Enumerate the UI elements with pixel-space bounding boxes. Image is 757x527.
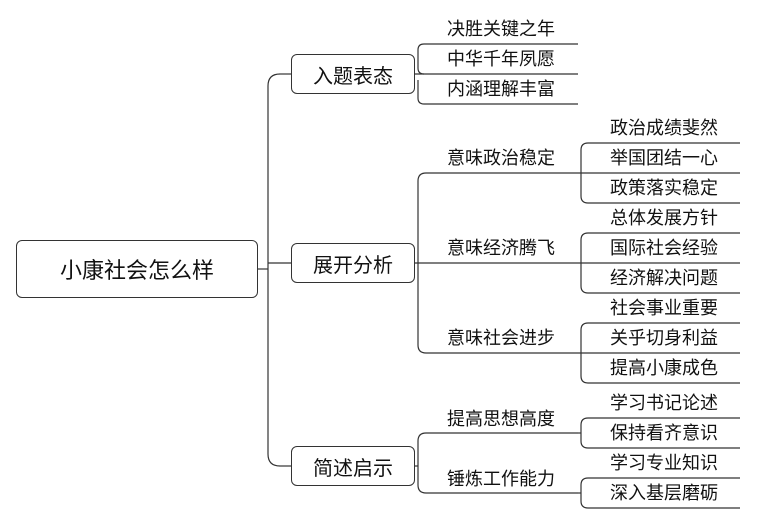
node-analysis-label: 展开分析 — [313, 252, 393, 277]
node-intro-label: 入题表态 — [313, 63, 393, 88]
node-analysis: 展开分析 — [291, 243, 415, 283]
leaf-ability-1: 学习专业知识 — [610, 453, 718, 474]
leaf-economy-3: 经济解决问题 — [610, 268, 718, 289]
economy-trunk — [580, 232, 740, 294]
leaf-economy-2: 国际社会经验 — [610, 238, 718, 259]
group-economy: 意味经济腾飞 — [447, 238, 555, 259]
leaf-politics-2: 举国团结一心 — [610, 148, 718, 169]
leaf-intro-2: 中华千年夙愿 — [447, 49, 555, 70]
leaf-economy-1: 总体发展方针 — [610, 208, 718, 229]
thought-trunk — [580, 417, 740, 449]
insight-trunk — [417, 432, 578, 494]
intro-trunk — [417, 43, 578, 75]
leaf-society-2: 关乎切身利益 — [610, 328, 718, 349]
group-politics: 意味政治稳定 — [447, 148, 555, 169]
politics-trunk — [580, 142, 740, 204]
leaf-thought-2: 保持看齐意识 — [610, 423, 718, 444]
node-insight: 简述启示 — [291, 446, 415, 486]
node-intro: 入题表态 — [291, 54, 415, 94]
group-ability: 锤炼工作能力 — [447, 469, 555, 490]
root-branch-trunk — [267, 73, 281, 467]
group-thought: 提高思想高度 — [447, 409, 555, 430]
intro-bottom — [417, 80, 578, 105]
ability-trunk — [580, 477, 740, 509]
group-society: 意味社会进步 — [447, 328, 555, 349]
society-trunk — [580, 322, 740, 384]
leaf-intro-3: 内涵理解丰富 — [447, 79, 555, 100]
leaf-thought-1: 学习书记论述 — [610, 393, 718, 414]
leaf-politics-3: 政策落实稳定 — [610, 178, 718, 199]
leaf-society-3: 提高小康成色 — [610, 358, 718, 379]
analysis-trunk — [417, 172, 578, 354]
leaf-politics-1: 政治成绩斐然 — [610, 118, 718, 139]
node-insight-label: 简述启示 — [313, 455, 393, 480]
leaf-intro-1: 决胜关键之年 — [447, 19, 555, 40]
root-node: 小康社会怎么样 — [16, 240, 258, 298]
leaf-society-1: 社会事业重要 — [610, 298, 718, 319]
root-label: 小康社会怎么样 — [59, 259, 214, 284]
leaf-ability-2: 深入基层磨砺 — [610, 483, 718, 504]
